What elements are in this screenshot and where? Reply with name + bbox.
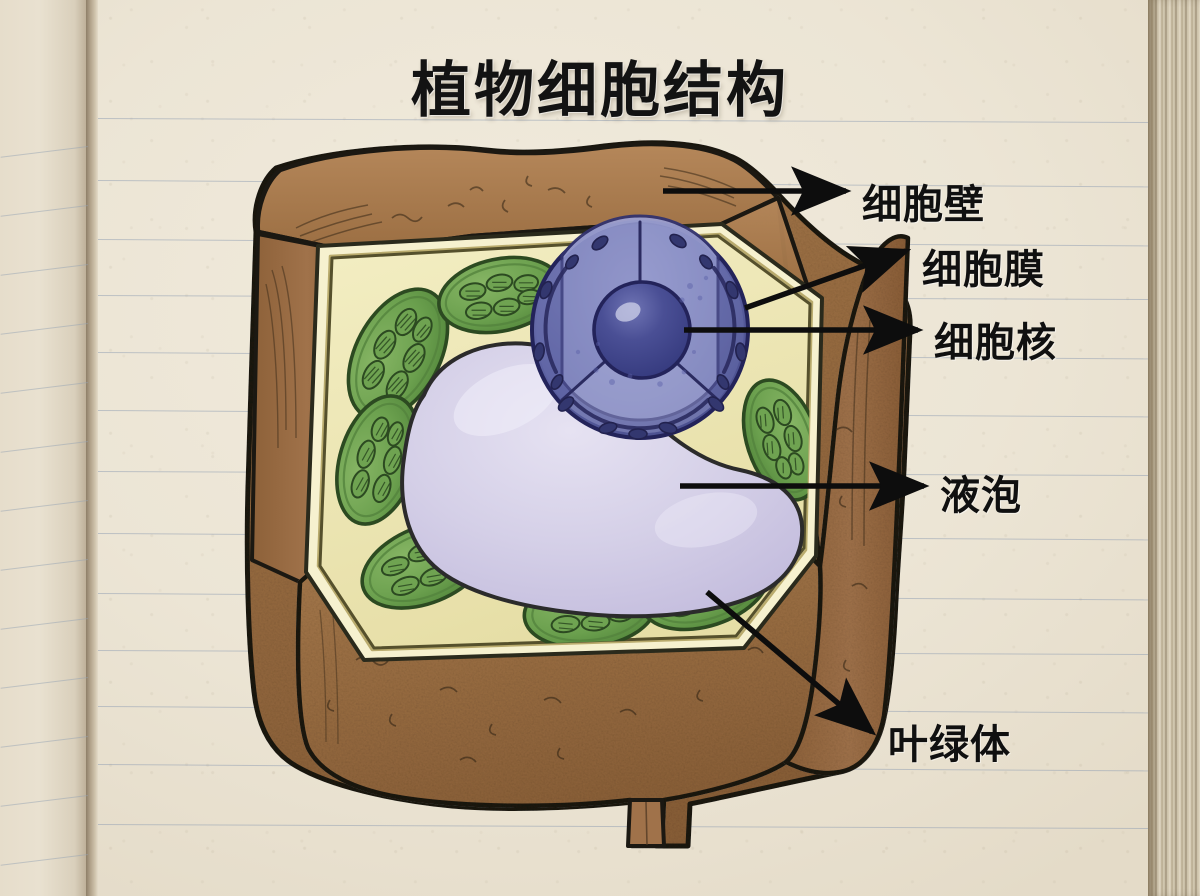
vacuole	[400, 341, 805, 619]
nucleus	[530, 214, 750, 440]
leader-arrow-group	[663, 166, 930, 736]
chloroplast	[335, 394, 421, 526]
label-vacuole: 液泡	[940, 474, 1022, 518]
label-cell-wall: 细胞壁	[862, 183, 985, 227]
chloroplast	[346, 287, 450, 421]
label-chloroplast: 叶绿体	[888, 723, 1011, 767]
label-cell-membrane: 细胞膜	[922, 248, 1045, 292]
page-title: 植物细胞结构	[411, 57, 789, 124]
leader-arrow-cell-membrane	[744, 246, 912, 311]
chloroplast	[741, 378, 812, 502]
page-stack-edge	[1148, 0, 1200, 896]
leader-arrow-chloroplast	[705, 589, 877, 736]
cell-wall-bottom-tip	[626, 798, 666, 848]
notebook-binding-gutter	[86, 0, 98, 896]
label-nucleus: 细胞核	[934, 321, 1057, 365]
